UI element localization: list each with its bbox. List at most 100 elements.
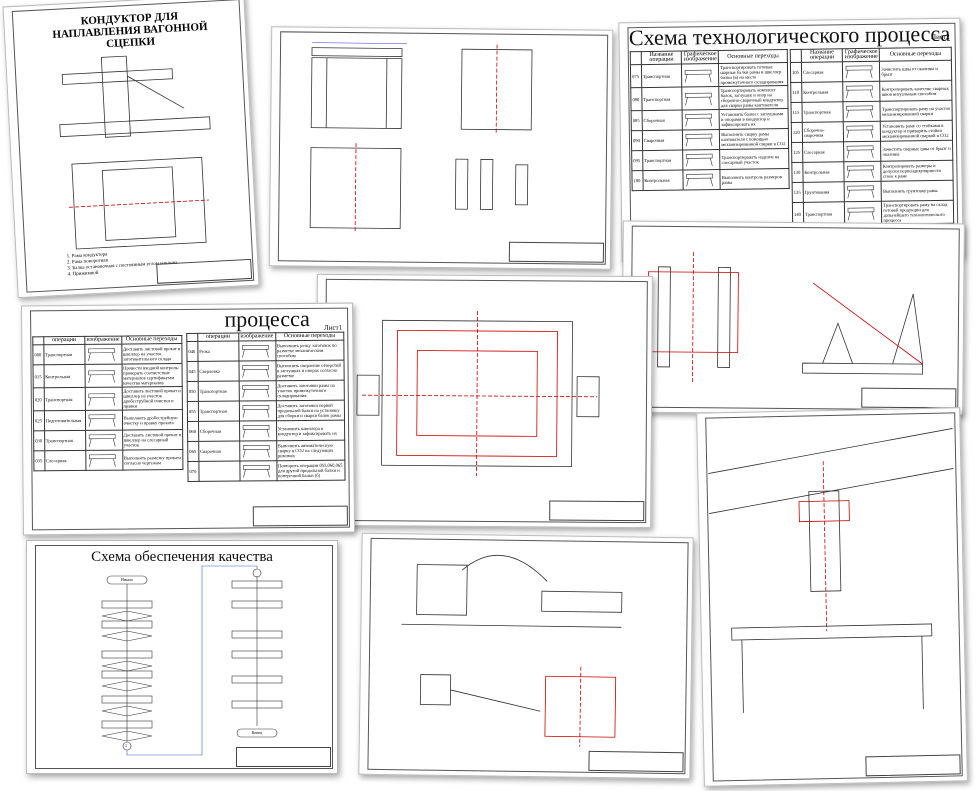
operation-pictogram (239, 440, 277, 462)
sheet-assembly-drawing (315, 273, 653, 529)
operation-steps: Выполнить автоматическую сварку в CO2 на… (276, 440, 345, 461)
operation-code: 120 (791, 122, 803, 143)
column-header: Основные переходы (879, 47, 952, 62)
operation-steps: Установить швеллера в кондуктор и зафикс… (276, 420, 345, 441)
operation-name: Слесарная (802, 141, 845, 163)
operation-name: Контрольная (801, 81, 844, 103)
operation-steps: Выполнить сварку рамы кантователя с помо… (719, 128, 789, 150)
operation-steps: Установить балки с заглушками и опорами … (719, 108, 789, 130)
operation-name: Транспортная (801, 101, 844, 123)
column-header (790, 49, 802, 63)
operation-name: Сборочная (641, 110, 683, 131)
operation-pictogram (682, 129, 720, 151)
operation-pictogram (238, 360, 276, 382)
operation-icon (242, 404, 269, 418)
operation-code: 100 (631, 170, 643, 191)
sheet-title: процесса (224, 305, 310, 332)
column-header: Графическое изображение (842, 48, 880, 62)
operation-name: Транспортная (44, 430, 86, 451)
operation-icon (848, 207, 875, 220)
operation-code: 035 (33, 450, 45, 471)
operation-pictogram (843, 101, 881, 122)
operation-icon (685, 69, 712, 83)
operation-icon (241, 364, 269, 378)
column-header: Графическое изображение (681, 50, 719, 65)
operation-code: 055 (187, 401, 199, 422)
flow-start: Начало (120, 577, 134, 582)
operation-code: 090 (631, 130, 643, 151)
operation-icon (686, 173, 714, 187)
operation-steps: Выполнить контроль размеров рамы (720, 168, 790, 190)
operation-icon (846, 65, 873, 79)
operation-icon (242, 384, 269, 398)
tilter-drawing (647, 252, 924, 383)
title-block (236, 747, 331, 767)
operation-code: 045 (186, 361, 198, 382)
operation-icon (846, 105, 874, 119)
operation-steps: Установить раму со стойками в кондуктор … (880, 120, 953, 142)
title-block (865, 754, 961, 777)
operation-code: 000 (32, 344, 44, 365)
sheet-number: Лист2 (931, 32, 950, 42)
operation-name: Транспортная (198, 401, 240, 422)
operation-steps: Контролировать размеры и допуски перпенд… (881, 160, 954, 182)
sheet-tech-process-2: Схема технологического процесса Лист2 На… (618, 17, 964, 263)
operation-steps: Транспортировать раму на склад готовой п… (881, 200, 954, 225)
operation-name: Контрольная (43, 364, 86, 388)
operation-steps: Зачистить сварные швы от брызг и окалины (880, 140, 953, 162)
operation-code: 070 (187, 461, 199, 482)
operation-steps: Контролировать качество сварных швов виз… (880, 80, 952, 102)
operation-steps: Выполнить разметку проката согласно черт… (122, 449, 183, 471)
operation-pictogram (681, 63, 720, 88)
operation-steps: Повторить операции 055,060,065 для друго… (276, 460, 346, 481)
operation-steps: Доставить листовой прокат и швеллер на у… (121, 386, 183, 411)
operation-code: 110 (790, 82, 802, 103)
operation-code: 020 (33, 387, 44, 411)
operation-steps: Доставить листовой прокат и швеллер на у… (121, 343, 183, 365)
sheet-title: Схема обеспечения качества (91, 549, 273, 565)
sheet-welding-head (696, 407, 968, 787)
operation-code: 040 (186, 341, 198, 362)
flow-connector: 1 (125, 743, 127, 748)
welding-drawing (401, 554, 623, 747)
jig-drawing (59, 55, 211, 250)
operation-name: Контрольная (642, 170, 684, 191)
operation-name (198, 461, 240, 482)
operation-pictogram (85, 450, 123, 471)
operation-icon (847, 165, 875, 179)
operation-icon (88, 434, 116, 447)
operation-steps: Транспортировать раму на участок механиз… (880, 100, 953, 122)
operation-icon (685, 92, 713, 106)
column-header: Название операции (801, 48, 843, 63)
operation-name: Сборочно-сварочная (802, 121, 844, 143)
operation-code: 115 (790, 102, 803, 123)
operation-icon (88, 369, 115, 383)
column-header (186, 333, 198, 342)
operation-steps: Выполнить резку заготовок по разметке ме… (275, 340, 344, 361)
title-block (861, 387, 957, 409)
sheet-frame-drawing (268, 26, 614, 270)
operation-steps: Доставить заготовки первой продольной ба… (275, 400, 345, 421)
operation-icon (242, 464, 270, 478)
operation-code: 030 (33, 430, 45, 451)
flow-end: Конец (251, 730, 263, 735)
operation-code: 060 (187, 421, 199, 442)
operation-name: Слесарная (801, 61, 844, 83)
